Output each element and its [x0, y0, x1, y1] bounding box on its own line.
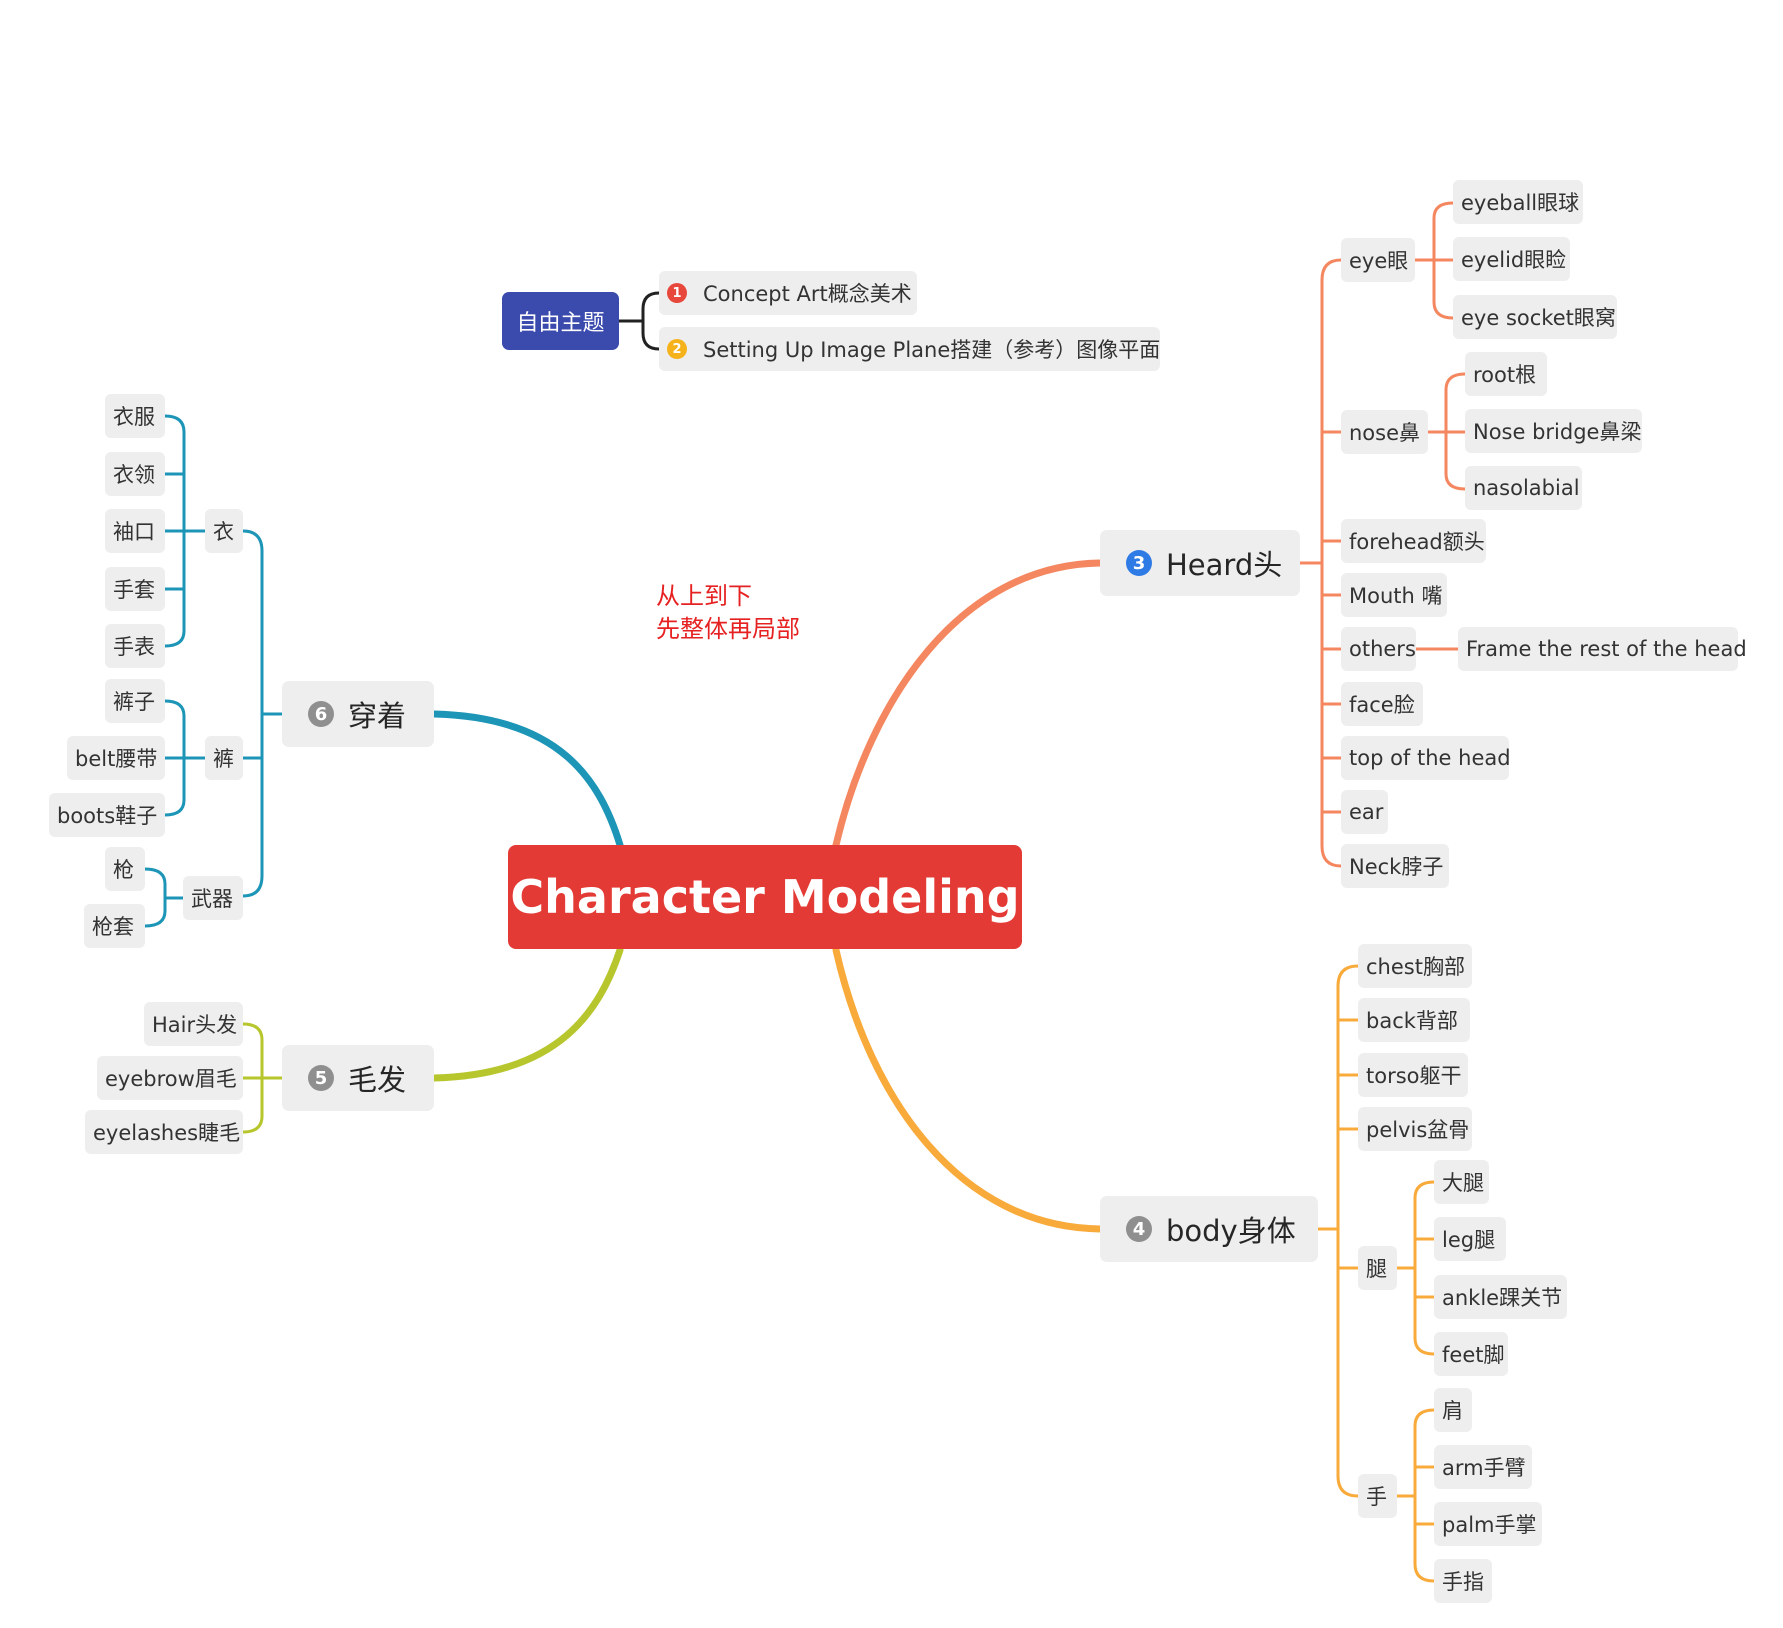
subtopic-gun[interactable]: 枪: [105, 847, 145, 891]
subtopic-arm[interactable]: arm手臂: [1434, 1445, 1532, 1489]
free-topic-item-concept-art[interactable]: 1 Concept Art概念美术: [659, 271, 917, 315]
subtopic-gloves[interactable]: 手套: [105, 567, 165, 611]
priority-2-icon: 2: [667, 339, 687, 359]
subtopic-collar[interactable]: 衣领: [105, 452, 165, 496]
subtopic-cuff[interactable]: 袖口: [105, 509, 165, 553]
subtopic-watch[interactable]: 手表: [105, 624, 165, 668]
body-connectors: [1318, 964, 1435, 1583]
free-topic[interactable]: 自由主题: [502, 292, 619, 350]
subtopic-eyelid[interactable]: eyelid眼睑: [1453, 237, 1570, 281]
note-line-2: 先整体再局部: [656, 615, 800, 643]
subtopic-ear[interactable]: ear: [1341, 790, 1388, 834]
subtopic-root[interactable]: root根: [1465, 352, 1547, 396]
number-4-icon: 4: [1126, 1216, 1152, 1242]
branch-body-curve: [832, 946, 1104, 1233]
hair-connectors: [242, 1022, 282, 1134]
topic-body[interactable]: 4 body身体: [1100, 1196, 1318, 1262]
subtopic-eyebrow[interactable]: eyebrow眉毛: [97, 1056, 243, 1100]
subtopic-nose[interactable]: nose鼻: [1341, 410, 1428, 454]
topic-clothing-label: 穿着: [348, 699, 407, 733]
subtopic-pants-group[interactable]: 裤: [205, 736, 243, 780]
topic-head[interactable]: 3 Heard头: [1100, 530, 1300, 596]
subtopic-top-group[interactable]: 衣: [205, 509, 243, 553]
subtopic-thigh[interactable]: 大腿: [1434, 1160, 1489, 1204]
subtopic-top-of-head[interactable]: top of the head: [1341, 736, 1511, 780]
subtopic-palm[interactable]: palm手掌: [1434, 1502, 1542, 1546]
subtopic-nasolabial[interactable]: nasolabial: [1465, 466, 1582, 510]
subtopic-others[interactable]: others: [1341, 627, 1416, 671]
subtopic-neck[interactable]: Neck脖子: [1341, 844, 1449, 888]
topic-hair[interactable]: 5 毛发: [282, 1045, 434, 1111]
subtopic-eyeball[interactable]: eyeball眼球: [1453, 180, 1583, 224]
subtopic-frame-rest-of-head[interactable]: Frame the rest of the head: [1458, 627, 1747, 671]
free-topic-item-image-plane[interactable]: 2 Setting Up Image Plane搭建（参考）图像平面: [659, 327, 1160, 371]
subtopic-hair[interactable]: Hair头发: [144, 1002, 243, 1046]
subtopic-boots[interactable]: boots鞋子: [49, 793, 165, 837]
subtopic-trousers[interactable]: 裤子: [105, 679, 165, 723]
subtopic-holster[interactable]: 枪套: [84, 904, 145, 948]
number-5-icon: 5: [308, 1065, 334, 1091]
topic-body-label: body身体: [1166, 1214, 1296, 1248]
priority-1-icon: 1: [667, 283, 687, 303]
subtopic-eyelashes[interactable]: eyelashes睫毛: [85, 1110, 243, 1154]
subtopic-leg[interactable]: leg腿: [1434, 1217, 1506, 1261]
subtopic-mouth[interactable]: Mouth 嘴: [1341, 573, 1447, 617]
topic-head-label: Heard头: [1166, 548, 1283, 582]
subtopic-clothes[interactable]: 衣服: [105, 394, 165, 438]
central-topic[interactable]: Character Modeling: [508, 845, 1022, 949]
subtopic-ankle[interactable]: ankle踝关节: [1434, 1275, 1567, 1319]
subtopic-nose-bridge[interactable]: Nose bridge鼻梁: [1465, 409, 1642, 453]
subtopic-hand-group[interactable]: 手: [1358, 1474, 1397, 1518]
subtopic-eye[interactable]: eye眼: [1341, 238, 1415, 282]
branch-clothing-curve: [430, 710, 624, 849]
branch-head-curve: [832, 559, 1104, 849]
subtopic-pelvis[interactable]: pelvis盆骨: [1358, 1107, 1472, 1151]
subtopic-face[interactable]: face脸: [1341, 682, 1423, 726]
free-topic-item-label: Setting Up Image Plane搭建（参考）图像平面: [703, 338, 1161, 362]
subtopic-belt[interactable]: belt腰带: [67, 736, 165, 780]
number-3-icon: 3: [1126, 550, 1152, 576]
subtopic-leg-group[interactable]: 腿: [1358, 1246, 1397, 1290]
subtopic-weapon-group[interactable]: 武器: [183, 876, 243, 920]
clothing-connectors: [144, 414, 282, 928]
subtopic-feet[interactable]: feet脚: [1434, 1332, 1508, 1376]
note-line-1: 从上到下: [656, 582, 752, 610]
free-topic-connectors: [619, 291, 660, 351]
topic-hair-label: 毛发: [348, 1063, 407, 1097]
note-text: 从上到下 先整体再局部: [656, 580, 800, 646]
subtopic-chest[interactable]: chest胸部: [1358, 944, 1472, 988]
subtopic-torso[interactable]: torso躯干: [1358, 1053, 1468, 1097]
subtopic-forehead[interactable]: forehead额头: [1341, 519, 1486, 563]
branch-hair-curve: [430, 946, 624, 1082]
subtopic-back[interactable]: back背部: [1358, 998, 1470, 1042]
number-6-icon: 6: [308, 701, 334, 727]
subtopic-shoulder[interactable]: 肩: [1434, 1388, 1472, 1432]
subtopic-eye-socket[interactable]: eye socket眼窝: [1453, 295, 1617, 339]
head-connectors: [1300, 201, 1466, 868]
topic-clothing[interactable]: 6 穿着: [282, 681, 434, 747]
subtopic-finger[interactable]: 手指: [1434, 1559, 1492, 1603]
free-topic-item-label: Concept Art概念美术: [703, 282, 912, 306]
